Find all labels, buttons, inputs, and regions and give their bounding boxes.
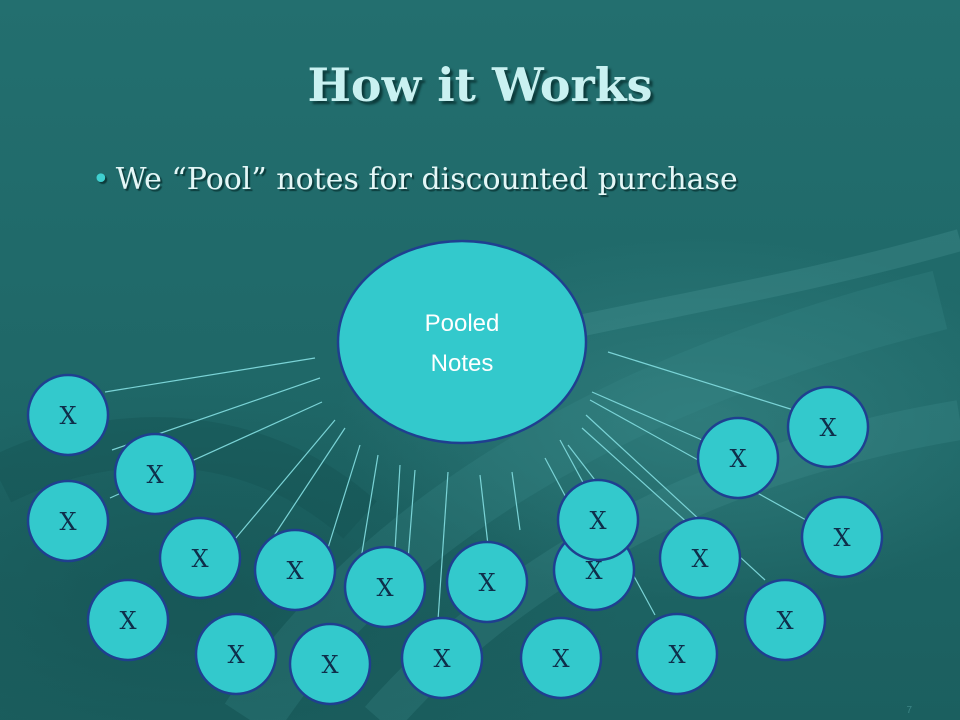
note-node: X xyxy=(194,612,278,696)
note-node-label: X xyxy=(589,507,606,535)
note-node-circle xyxy=(113,432,197,516)
bullet-text: We “Pool” notes for discounted purchase xyxy=(115,162,738,197)
note-node: X xyxy=(519,616,603,700)
note-node: X xyxy=(556,478,640,562)
note-node-circle xyxy=(253,528,337,612)
note-node-circle xyxy=(519,616,603,700)
note-node-circle xyxy=(194,612,278,696)
note-node-circle xyxy=(445,540,529,624)
note-node-label: X xyxy=(119,607,136,635)
note-node: X xyxy=(158,516,242,600)
note-node-label: X xyxy=(819,414,836,442)
note-node-label: X xyxy=(776,607,793,635)
note-node: X xyxy=(658,516,742,600)
note-node-circle xyxy=(786,385,870,469)
connector-line xyxy=(359,454,379,566)
connector-line xyxy=(327,444,361,549)
note-node-label: X xyxy=(668,641,685,669)
note-node-circle xyxy=(400,616,484,700)
note-node-circle xyxy=(635,612,719,696)
note-node-circle xyxy=(26,373,110,457)
note-node: X xyxy=(26,479,110,563)
note-node: X xyxy=(743,578,827,662)
note-node-label: X xyxy=(552,645,569,673)
note-node-circle xyxy=(158,516,242,600)
connector-line xyxy=(479,474,489,546)
note-node-label: X xyxy=(729,445,746,473)
note-node-label: X xyxy=(833,524,850,552)
page-number: 7 xyxy=(906,705,912,716)
note-node-circle xyxy=(743,578,827,662)
bullet-item: •We “Pool” notes for discounted purchase xyxy=(92,162,738,197)
note-node-circle xyxy=(696,416,780,500)
note-node: X xyxy=(696,416,780,500)
slide-title: How it Works xyxy=(307,58,653,112)
note-node-circle xyxy=(800,495,884,579)
note-node-label: X xyxy=(321,651,338,679)
note-node: X xyxy=(253,528,337,612)
pooled-notes-ellipse xyxy=(336,239,588,445)
connector-line xyxy=(407,469,416,561)
note-node-circle xyxy=(288,622,372,706)
note-node-circle xyxy=(86,578,170,662)
note-node-circle xyxy=(556,478,640,562)
note-node-circle xyxy=(658,516,742,600)
pooled-notes-label-line2: Notes xyxy=(431,350,494,377)
connector-line xyxy=(607,351,801,413)
note-node: X xyxy=(400,616,484,700)
note-node: X xyxy=(635,612,719,696)
connector-line xyxy=(581,427,691,526)
note-node-label: X xyxy=(478,569,495,597)
note-node-label: X xyxy=(59,508,76,536)
connector-line xyxy=(511,471,521,531)
note-node-label: X xyxy=(59,402,76,430)
connector-line xyxy=(394,464,401,551)
note-node-label: X xyxy=(585,557,602,585)
note-node-label: X xyxy=(376,574,393,602)
note-node: X xyxy=(288,622,372,706)
connector-lines xyxy=(104,351,807,621)
note-node-label: X xyxy=(433,645,450,673)
note-node: X xyxy=(113,432,197,516)
note-node-label: X xyxy=(691,545,708,573)
connector-line xyxy=(229,419,336,546)
connector-line xyxy=(437,471,449,621)
note-node: X xyxy=(786,385,870,469)
connector-line xyxy=(104,357,316,393)
note-node-circle xyxy=(26,479,110,563)
note-node: X xyxy=(343,545,427,629)
note-node-circle xyxy=(343,545,427,629)
note-node-label: X xyxy=(227,641,244,669)
note-node-label: X xyxy=(286,557,303,585)
note-node-label: X xyxy=(191,545,208,573)
pooled-notes-label-line1: Pooled xyxy=(425,310,500,337)
note-node-label: X xyxy=(146,461,163,489)
pooled-notes-node: Pooled Notes xyxy=(336,239,588,445)
bullet-dot: • xyxy=(92,162,110,197)
note-node: X xyxy=(445,540,529,624)
note-node: X xyxy=(86,578,170,662)
note-node: X xyxy=(800,495,884,579)
note-node: X xyxy=(26,373,110,457)
